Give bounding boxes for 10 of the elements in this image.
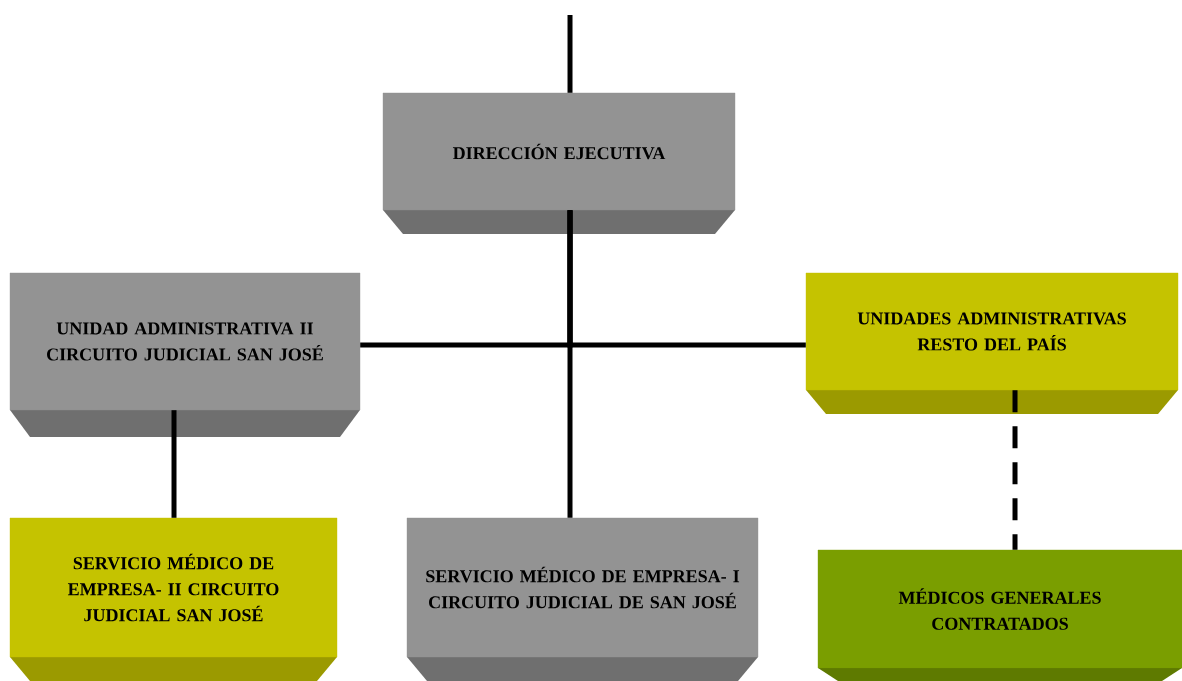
connector-line bbox=[567, 15, 573, 93]
org-box: SERVICIO MÉDICO DE EMPRESA- II CIRCUITO JUDICIAL SAN JOSÉ bbox=[9, 517, 338, 681]
org-box: MÉDICOS GENERALES CONTRATADOS bbox=[817, 549, 1182, 681]
connector-line bbox=[171, 410, 177, 518]
org-box: DIRECCIÓN EJECUTIVA bbox=[382, 92, 736, 234]
org-box: UNIDADES ADMINISTRATIVAS RESTO DEL PAÍS bbox=[805, 272, 1179, 414]
org-box: UNIDAD ADMINISTRATIVA II CIRCUITO JUDICIAL SAN JOSÉ bbox=[9, 272, 361, 437]
org-box: SERVICIO MÉDICO DE EMPRESA- I CIRCUITO JUDICIAL DE SAN JOSÉ bbox=[406, 517, 759, 681]
connector-line bbox=[567, 210, 573, 518]
connector-line bbox=[1012, 390, 1018, 550]
